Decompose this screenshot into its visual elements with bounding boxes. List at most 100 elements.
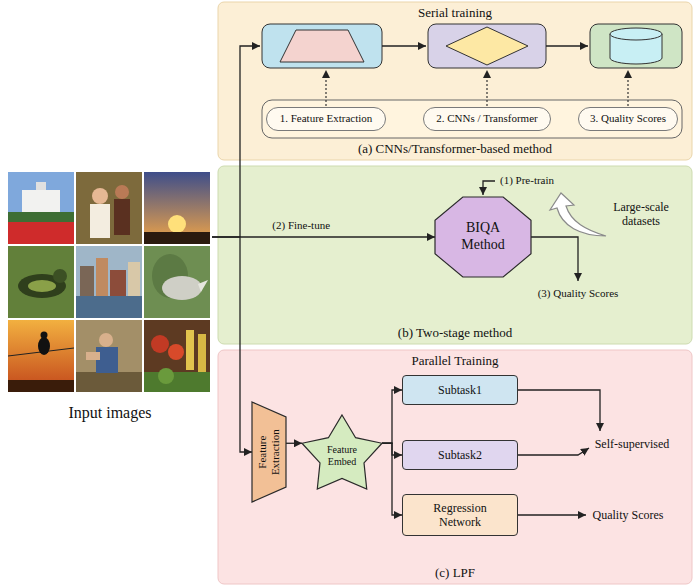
photo-detail [128,262,140,296]
photo-detail [115,185,129,199]
photo-detail [90,204,110,238]
photo-detail [38,337,50,355]
output-arrow [531,237,578,281]
flow-arrow [382,45,426,46]
photo-detail [86,352,100,360]
photo-detail [158,368,174,384]
cylinder-symbol [610,28,662,40]
panel-background [218,350,692,584]
note-label: (1) Pre-train [500,174,554,187]
photo [8,246,74,318]
star-node-shape [302,415,382,489]
photo-detail [99,333,113,347]
process-box: Subtask1 [402,375,518,405]
dotted-arrow [627,70,628,106]
photo-detail [8,222,74,244]
photo [76,172,142,244]
photo [76,320,142,392]
node-text: Parallel Training [411,353,498,369]
connector-arrow [382,390,402,443]
photo-detail [144,232,210,244]
step-label: 1. Feature Extraction [266,107,386,131]
diamond-symbol [446,27,528,65]
photo-detail [41,332,48,339]
node-text: 3. Quality Scores [590,112,666,125]
stage-box [262,24,382,68]
photo [8,320,74,392]
trapezoid-node-shape [252,402,286,502]
stage-box [428,24,546,68]
output-arrow [518,448,589,455]
photo-detail [151,335,169,353]
photo [76,246,142,318]
photo-detail [168,215,186,233]
trapezoid-symbol [280,30,364,62]
photo-detail [28,280,56,292]
node-text: Subtask1 [438,383,482,397]
photo-detail [8,380,74,392]
curved-arrow [550,193,606,236]
connector-arrow [212,236,435,237]
process-box: Subtask2 [402,440,518,470]
edge-label: (2) Fine-tune [272,219,330,232]
connector-arrow [286,443,302,444]
photo-detail [36,182,46,190]
photo-detail [92,188,108,204]
step-label: 2. CNNs / Transformer [423,107,551,131]
trapezoid-node: Feature Extraction [252,402,286,502]
node-text: Subtask2 [438,448,482,462]
node-text: Feature Embed [319,444,365,468]
photo-detail [76,296,142,318]
photo-detail [80,266,94,296]
stage-box [590,24,682,68]
step-label: 3. Quality Scores [578,107,678,131]
photo-detail [53,269,67,283]
label-tray [262,100,682,138]
node-text: Feature Extraction [256,417,282,487]
node-text: 1. Feature Extraction [280,112,373,125]
process-box: Regression Network [402,494,518,536]
photo [144,320,210,392]
photo-detail [76,372,142,392]
output-arrow [518,514,586,515]
branch-arrow [240,46,260,237]
node-text: BIQA Method [451,220,515,254]
photo-detail [110,270,126,296]
photo [144,246,210,318]
node-text: 2. CNNs / Transformer [436,112,537,125]
photo [8,172,74,244]
photo-detail [198,334,206,372]
method-panel: Parallel Training (c) LPF Feature Extracti… [218,350,692,584]
photo-detail [114,199,130,235]
photo-detail [198,280,208,292]
connector-arrow [212,237,252,452]
octagon-node-shape [435,197,531,277]
method-panel: Serial training(a) CNNs/Transformer-base… [218,2,692,160]
input-images: Input images [8,172,212,422]
node-text: Serial training [418,5,492,21]
photo-detail [8,212,74,222]
note-label: Large-scale datasets [608,200,674,229]
star-node: Feature Embed [302,415,382,489]
output-arrow [518,390,600,431]
photo-detail [144,372,210,392]
photo-detail [162,276,202,300]
note-label: (3) Quality Scores [538,287,619,300]
dotted-arrow [325,70,326,106]
octagon-node: BIQA Method [435,197,531,277]
connector-arrow [382,443,402,515]
node-text: Input images [68,403,151,422]
panel-background [218,166,692,344]
photo [144,172,210,244]
panel-background [218,2,692,160]
photo-detail [96,258,108,296]
pretrain-arrow [483,181,495,195]
photo-detail [186,330,194,370]
flow-arrow [546,45,588,46]
node-text: (b) Two-stage method [398,325,512,341]
note-label: Self-supervised [595,437,670,451]
node-text: (c) LPF [435,565,475,581]
photo-detail [168,344,184,360]
method-panel: (b) Two-stage method BIQA Method [218,166,692,344]
node-text: Regression Network [418,501,502,530]
